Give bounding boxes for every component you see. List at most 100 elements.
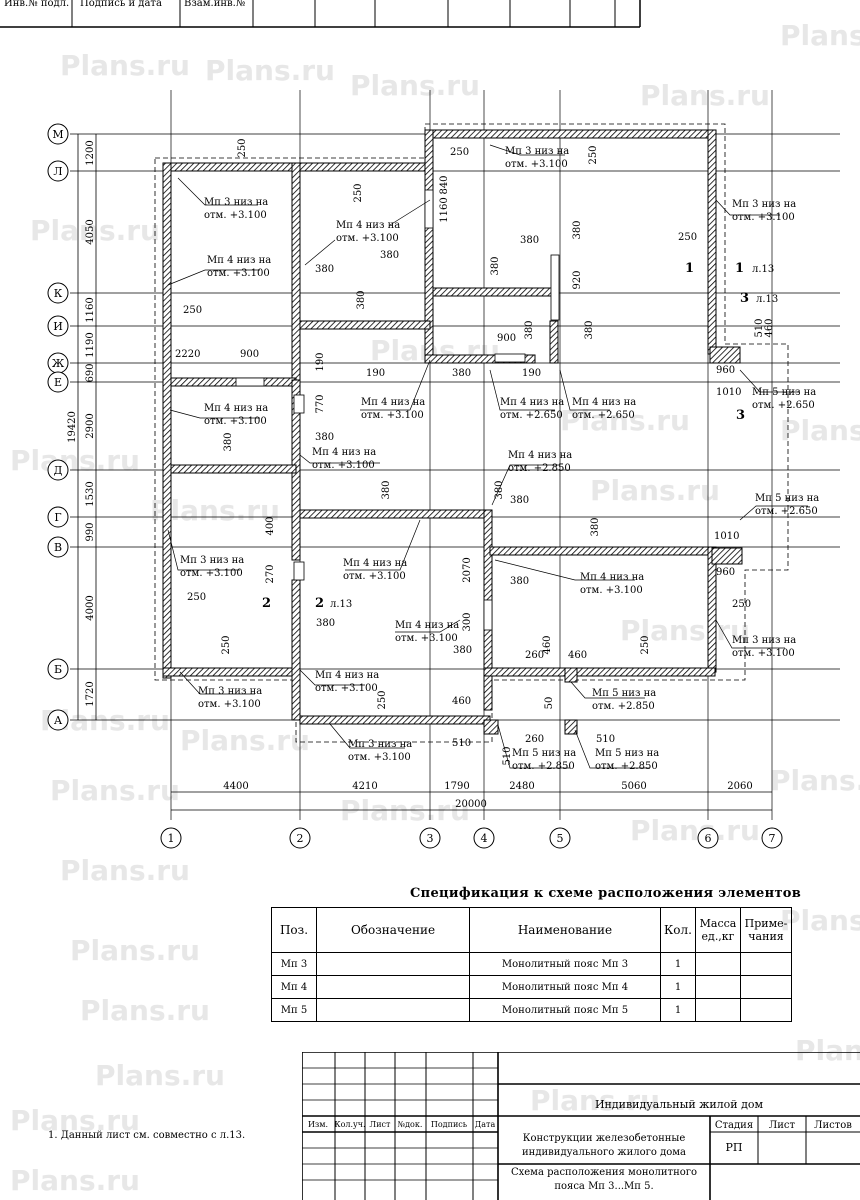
svg-text:300: 300: [462, 612, 473, 631]
axis-label: 4: [481, 832, 488, 845]
svg-text:250: 250: [732, 599, 751, 610]
watermark: Plans.ru: [780, 19, 860, 52]
watermark: Plans.ru: [50, 774, 180, 807]
svg-text:19420: 19420: [67, 411, 78, 443]
svg-text:2: 2: [315, 596, 324, 611]
openings: [235, 189, 560, 631]
svg-text:190: 190: [315, 352, 326, 371]
watermark: Plans.ru: [10, 444, 140, 477]
watermark: Plans.ru: [60, 49, 190, 82]
watermark: Plans.ru: [340, 794, 470, 827]
axis-grid: [70, 90, 840, 820]
spec-pos: Мп 4: [271, 975, 317, 999]
belt-level: отм. +2.650: [500, 410, 563, 421]
svg-text:л.13: л.13: [752, 264, 774, 275]
title-block: Изм. Кол.уч. Лист №док. Подпись Дата Инд…: [302, 1052, 860, 1200]
spec-note: [740, 975, 792, 999]
svg-text:460: 460: [568, 650, 587, 661]
axis-label: 6: [705, 832, 712, 845]
svg-text:260: 260: [525, 734, 544, 745]
svg-text:380: 380: [590, 517, 601, 536]
spec-designation: [316, 952, 470, 976]
watermark: Plans.ru: [780, 904, 860, 937]
svg-text:3: 3: [740, 291, 749, 306]
bottom-dimensions: 4400 4210 1790 2480 5060 2060 20000: [171, 781, 772, 811]
svg-text:2070: 2070: [462, 557, 473, 582]
svg-text:2220: 2220: [175, 349, 200, 360]
axis-label: Г: [54, 511, 61, 524]
spec-header: Масса ед.,кг: [695, 907, 741, 953]
stamp-col: №док.: [398, 1120, 423, 1129]
watermark: Plans.ru: [590, 474, 720, 507]
axis-label: Ж: [52, 357, 65, 370]
watermark: Plans.ru: [30, 214, 160, 247]
watermark: Plans.ru: [640, 79, 770, 112]
belt-level: отм. +3.100: [505, 159, 568, 170]
svg-text:960: 960: [716, 365, 735, 376]
svg-text:1190: 1190: [85, 332, 96, 357]
project-name: Индивидуальный жилой дом: [595, 1098, 764, 1111]
svg-text:л.13: л.13: [756, 294, 778, 305]
svg-text:20000: 20000: [455, 799, 487, 810]
watermark: Plans.ru: [60, 854, 190, 887]
svg-text:380: 380: [490, 256, 501, 275]
spec-name: Монолитный пояс Мп 4: [469, 975, 661, 999]
belt-level: отм. +3.100: [732, 648, 795, 659]
spec-mass: [695, 975, 741, 999]
svg-text:690: 690: [85, 363, 96, 382]
belt-labels: Мп 3 низ на отм. +3.100 Мп 4 низ на отм.…: [180, 146, 819, 772]
belt-label: Мп 5 низ на: [755, 493, 819, 504]
belt-level: отм. +3.100: [348, 752, 411, 763]
svg-text:380: 380: [381, 480, 392, 499]
watermark: Plans.ru: [530, 1084, 660, 1117]
svg-text:1790: 1790: [444, 781, 469, 792]
spec-header: Приме- чания: [740, 907, 792, 953]
belt-level: отм. +3.100: [580, 585, 643, 596]
svg-text:4050: 4050: [85, 219, 96, 244]
belt-label: Мп 4 низ на: [343, 558, 407, 569]
watermark: Plans.ru: [10, 1164, 140, 1197]
svg-text:4210: 4210: [352, 781, 377, 792]
spec-qty: 1: [660, 952, 696, 976]
table-row: Мп 5 Монолитный пояс Мп 5 1: [271, 998, 792, 1022]
svg-text:380: 380: [524, 320, 535, 339]
svg-text:510: 510: [452, 738, 471, 749]
stamp-col: Кол.уч.: [334, 1120, 365, 1129]
svg-text:380: 380: [510, 495, 529, 506]
svg-text:1160: 1160: [85, 297, 96, 322]
spec-name: Монолитный пояс Мп 3: [469, 952, 661, 976]
svg-text:270: 270: [265, 564, 276, 583]
axis-label: 2: [297, 832, 304, 845]
svg-text:1200: 1200: [85, 140, 96, 165]
belt-label: Мп 4 низ на: [361, 397, 425, 408]
svg-text:250: 250: [377, 690, 388, 709]
header-strip: Инв.№ подл. Подпись и дата Взам.инв.№: [0, 0, 641, 28]
belt-label: Мп 3 низ на: [732, 635, 796, 646]
spec-note: [740, 998, 792, 1022]
sheet-note: 1. Данный лист см. совместно с л.13.: [48, 1130, 246, 1141]
spec-mass: [695, 998, 741, 1022]
section-marks: 1 1 л.13 3 л.13 3 2 2 л.13: [262, 261, 778, 611]
axis-label: Б: [54, 663, 62, 676]
spec-designation: [316, 975, 470, 999]
spec-note: [740, 952, 792, 976]
watermark: Plans.ru: [95, 1059, 225, 1092]
svg-text:л.13: л.13: [330, 599, 352, 610]
svg-text:250: 250: [588, 145, 599, 164]
axis-label: 5: [557, 832, 564, 845]
belt-level: отм. +2.850: [512, 761, 575, 772]
svg-text:2480: 2480: [509, 781, 534, 792]
belt-level: отм. +3.100: [315, 683, 378, 694]
axis-label: 3: [427, 832, 434, 845]
svg-text:960: 960: [716, 567, 735, 578]
belt-label: Мп 4 низ на: [508, 450, 572, 461]
belt-label: Мп 4 низ на: [204, 403, 268, 414]
sheet-label: Лист: [769, 1120, 796, 1131]
belt-walls: [162, 129, 743, 725]
svg-text:380: 380: [572, 220, 583, 239]
spec-header: Поз.: [271, 907, 317, 953]
belt-label: Мп 4 низ на: [312, 447, 376, 458]
belt-level: отм. +2.850: [595, 761, 658, 772]
stage-label: Стадия: [715, 1120, 753, 1131]
svg-text:900: 900: [497, 333, 516, 344]
